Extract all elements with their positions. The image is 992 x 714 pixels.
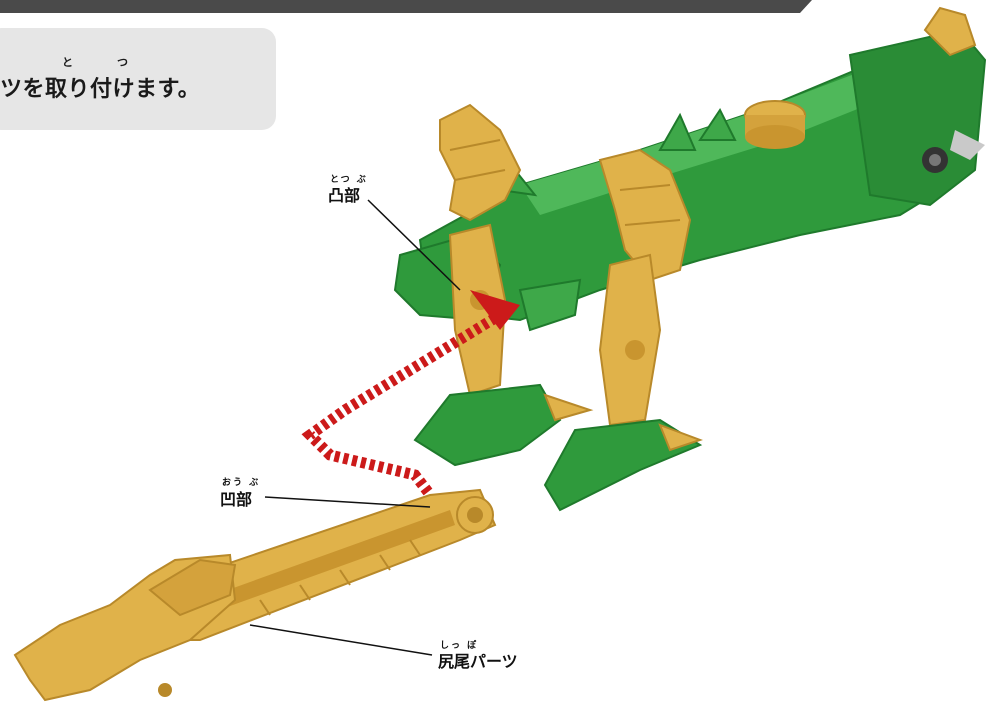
insertion-arrow <box>301 290 520 496</box>
tail-part <box>13 488 497 702</box>
concave-leader-line <box>264 496 431 508</box>
tail-label: 尻尾パーツ <box>438 652 518 671</box>
instruction-text: ツを取り付けます。 <box>0 77 201 102</box>
gold-wings <box>439 103 692 282</box>
tail-ruby: しっ ぽ <box>440 641 479 651</box>
convex-ruby: とつ ぶ <box>330 175 368 185</box>
convex-label: 凸部 <box>328 186 361 205</box>
instruction-box <box>0 28 276 130</box>
dinosaur-legs <box>413 223 703 512</box>
header-bar <box>0 0 812 13</box>
concave-label: 凹部 <box>220 490 253 509</box>
concave-ruby: おう ぶ <box>222 478 261 488</box>
arrow-head <box>470 290 520 330</box>
instruction-ruby-tsu: つ <box>117 56 128 69</box>
tail-leader-line <box>249 624 433 656</box>
convex-leader-line <box>367 199 461 291</box>
instruction-ruby-to: と <box>62 56 73 69</box>
